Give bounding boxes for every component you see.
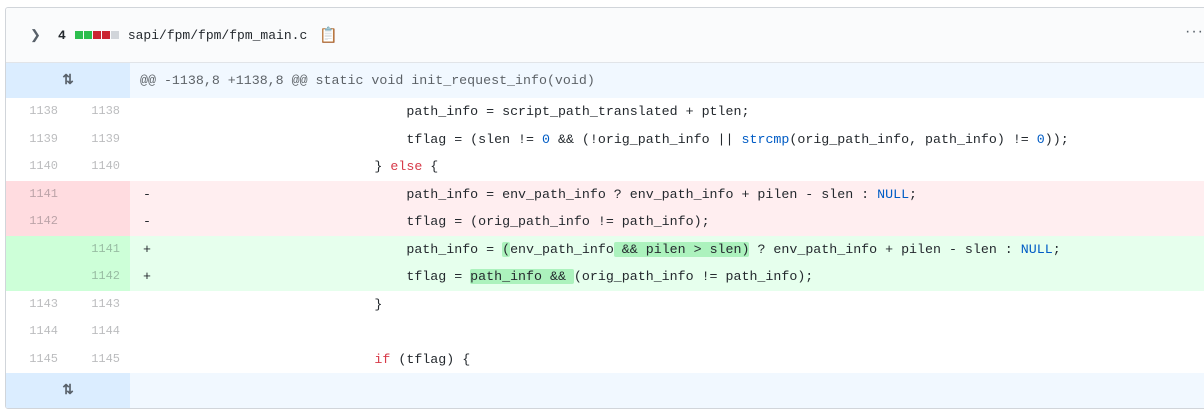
code-line: path_info = script_path_translated + ptl… (130, 98, 1204, 126)
diff-marker: - (143, 186, 167, 202)
new-line-number[interactable]: 1139 (91, 131, 120, 146)
code-token: { (422, 159, 439, 174)
old-line-number[interactable]: 1143 (29, 296, 58, 311)
code-token: } (166, 159, 391, 174)
diffstat-block-del (92, 31, 101, 39)
chevron-down-icon[interactable]: ❯ (30, 27, 41, 42)
diff-marker (143, 132, 167, 147)
old-line-number[interactable]: 1142 (6, 208, 68, 236)
code-token: env_path_info (510, 241, 614, 257)
code-token: (tflag) { (390, 351, 471, 367)
code-token: tflag = (orig_path_info != path_info); (166, 214, 710, 229)
diffstat-block-neutral (110, 31, 119, 39)
diff-marker (143, 104, 167, 119)
diff-line: 1144 1144 (6, 318, 1204, 346)
code-line: if (tflag) { (130, 346, 1204, 374)
hunk-header: ⇅ @@ -1138,8 +1138,8 @@ static void init… (6, 63, 1204, 98)
diff-line: 1138 1138 path_info = script_path_transla… (6, 98, 1204, 126)
code-token: path_info = env_path_info ? env_path_inf… (166, 186, 878, 202)
code-token (167, 352, 374, 367)
code-token: path_info = (166, 241, 503, 257)
diff-line: 1142 - tflag = (orig_path_info != path_in… (6, 208, 1204, 236)
code-line: - tflag = (orig_path_info != path_info); (130, 208, 1204, 236)
code-token: ( (502, 241, 511, 257)
code-line: } else { (130, 153, 1204, 181)
code-line: + tflag = path_info && (orig_path_info !… (130, 263, 1204, 291)
code-token: path_info = script_path_translated + ptl… (166, 104, 750, 119)
code-token: 0 (542, 131, 550, 147)
expand-icon[interactable]: ⇅ (6, 373, 130, 408)
new-line-number[interactable] (68, 208, 130, 236)
code-token: ; (1052, 241, 1061, 257)
code-line: + path_info = (env_path_info && pilen > … (130, 235, 1204, 263)
old-line-number[interactable] (6, 235, 68, 263)
code-line: tflag = (slen != 0 && (!orig_path_info |… (130, 126, 1204, 154)
code-token: && pilen > slen) (613, 241, 750, 257)
diff-line: 1139 1139 tflag = (slen != 0 && (!orig_pa… (6, 126, 1204, 154)
old-line-number[interactable]: 1141 (6, 180, 68, 208)
code-token: tflag = (slen != (166, 131, 542, 147)
diff-marker: - (143, 214, 167, 229)
old-line-number[interactable] (6, 263, 68, 291)
code-token: tflag = (166, 269, 471, 284)
new-line-number[interactable]: 1142 (68, 263, 130, 291)
code-token: && (!orig_path_info || (549, 131, 742, 147)
code-line: - path_info = env_path_info ? env_path_i… (130, 180, 1204, 208)
code-token: ; (909, 186, 918, 202)
code-token: NULL (1020, 241, 1053, 257)
code-token: path_info && (470, 269, 574, 284)
new-line-number[interactable]: 1145 (91, 351, 120, 366)
hunk-footer: ⇅ (6, 373, 1204, 408)
code-token: 0 (1036, 131, 1045, 147)
clipboard-icon[interactable]: 📋 (319, 27, 338, 44)
code-token: if (374, 351, 391, 367)
diff-line: 1145 1145 if (tflag) { (6, 346, 1204, 374)
code-token: (orig_path_info, path_info) != (789, 131, 1037, 147)
expand-icon[interactable]: ⇅ (6, 63, 130, 98)
code-token: )); (1044, 131, 1069, 147)
diff-marker (143, 352, 167, 367)
hunk-text: @@ -1138,8 +1138,8 @@ static void init_r… (140, 73, 595, 88)
file-path[interactable]: sapi/fpm/fpm/fpm_main.c (127, 27, 308, 43)
code-line: } (130, 291, 1204, 319)
diff-marker (143, 297, 167, 312)
old-line-number[interactable]: 1139 (29, 131, 58, 146)
code-token: NULL (877, 186, 910, 202)
code-token: } (166, 296, 383, 312)
code-token: (orig_path_info != path_info); (573, 269, 814, 284)
old-line-number[interactable]: 1145 (29, 351, 58, 366)
new-line-number[interactable]: 1144 (91, 324, 120, 338)
old-line-number[interactable]: 1138 (29, 104, 58, 118)
code-token: else (390, 159, 423, 174)
old-line-number[interactable]: 1144 (29, 324, 58, 338)
diff-marker: + (143, 269, 167, 284)
new-line-number[interactable]: 1140 (91, 159, 120, 173)
new-line-number[interactable]: 1141 (68, 235, 130, 263)
diffstat-block-add (83, 31, 92, 39)
new-line-number[interactable]: 1138 (91, 104, 120, 118)
diffstat-bar (74, 31, 119, 39)
diff-line: 1141 - path_info = env_path_info ? env_pa… (6, 180, 1204, 208)
diff-marker: + (143, 241, 167, 257)
file-header: ❯ 4 sapi/fpm/fpm/fpm_main.c 📋 ··· (6, 8, 1204, 63)
more-options-icon[interactable]: ··· (1185, 23, 1204, 40)
new-line-number[interactable] (68, 180, 130, 208)
diff-line: 1143 1143 } (6, 291, 1204, 319)
diff-line: 1141+ path_info = (env_path_info && pile… (6, 235, 1204, 263)
code-line (130, 318, 1204, 346)
code-token: ? env_path_info + pilen - slen : (749, 241, 1021, 257)
diff-marker (143, 159, 167, 174)
old-line-number[interactable]: 1140 (29, 159, 58, 173)
diff-file: ❯ 4 sapi/fpm/fpm/fpm_main.c 📋 ··· ⇅ @@ -… (5, 7, 1204, 409)
diff-marker (143, 324, 167, 339)
diff-line: 1140 1140 } else { (6, 153, 1204, 181)
change-count: 4 (58, 27, 66, 43)
code-token: strcmp (741, 131, 790, 147)
new-line-number[interactable]: 1143 (91, 296, 120, 311)
diffstat-block-add (74, 31, 83, 39)
diff-line: 1142+ tflag = path_info && (orig_path_in… (6, 263, 1204, 291)
diffstat-block-del (101, 31, 110, 39)
